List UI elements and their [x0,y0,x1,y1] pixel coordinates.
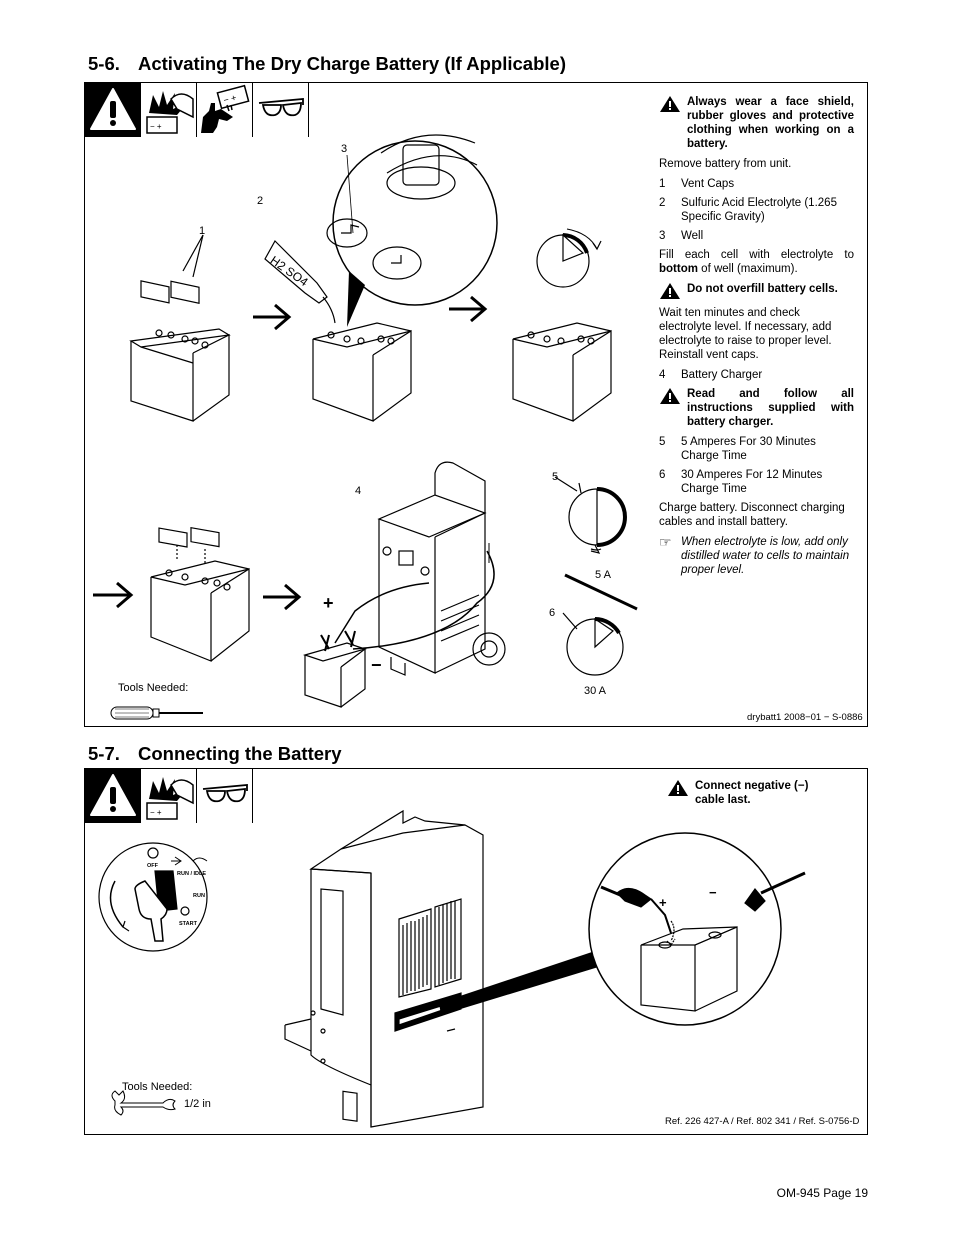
battery-activation-illustration: H2 SO4 [93,134,638,720]
divider-line [564,573,638,611]
section-7-number: 5-7. [88,743,120,764]
amp-5-label: 5 A [595,569,611,581]
acid-glove-icon: − + [197,83,253,137]
battery-charger-icon [334,461,506,676]
page-footer: OM-945 Page 19 [776,1186,868,1200]
arrow-right-icon [449,295,488,323]
wrench-size-label: 1/2 in [184,1098,211,1110]
section-6-heading: 5-6. Activating The Dry Charge Battery (I… [88,53,566,75]
battery-terminals-icon [600,871,806,1012]
plus-sign: + [323,593,334,613]
arrow-right-icon [263,583,302,611]
svg-text:− +: − + [150,808,162,817]
figure-reference: drybatt1 2008−01 − S-0886 [747,712,863,723]
charge-timer-30a-icon [562,612,624,676]
amp-30-label: 30 A [584,685,607,697]
battery-explosion-icon: − + [141,83,197,137]
section-7-panel: − + Connect negative (−) cable last. [84,768,868,1135]
battery-connection-illustration: OFF RUN / IDLE RUN START [98,809,806,1128]
battery-1-icon [129,234,231,422]
figure-reference: Ref. 226 427-A / Ref. 802 341 / Ref. S-0… [665,1116,860,1127]
wrench-icon [111,1090,176,1116]
switch-run-label: RUN [193,893,205,899]
switch-run-idle-label: RUN / IDLE [177,871,206,877]
warning-exclamation-icon [85,769,141,823]
warning-negative-cable: Connect negative (−) cable last. [667,779,817,807]
battery-2-icon [312,322,412,422]
engine-switch-icon [98,842,208,952]
warning-triangle-icon [668,780,688,796]
section-6-panel: − + − + [84,82,868,727]
charge-timer-5a-icon [554,476,627,554]
arrow-right-icon [93,581,134,609]
callout-2: 2 [257,195,264,207]
callout-4: 4 [355,485,362,497]
switch-off-label: OFF [147,863,159,869]
svg-text:− +: − + [222,92,237,105]
switch-start-label: START [179,921,198,927]
charge-instruction: Charge battery. Disconnect charging cabl… [659,502,845,528]
small-battery-icon [302,630,368,708]
pointing-hand-icon: ☞ [659,534,672,550]
arrow-right-icon [253,303,292,331]
section-6-instructions: Always wear a face shield, rubber gloves… [659,95,854,577]
section-6-title: Activating The Dry Charge Battery (If Ap… [138,53,566,74]
callout-1: 1 [199,225,206,237]
warning-triangle-icon [660,96,680,112]
tools-needed-label: Tools Needed: [122,1081,193,1093]
callout-5: 5 [552,471,559,483]
fill-instruction: Fill each cell with electrolyte to botto… [659,249,854,275]
safety-icon-strip: − + − + [85,83,309,137]
welder-machine-icon [284,809,484,1128]
section-7-heading: 5-7. Connecting the Battery [88,743,342,765]
negative-terminal-label: − [709,885,717,900]
safety-icon-strip: − + [85,769,253,823]
minus-sign: − [371,655,382,675]
warning-exclamation-icon [85,83,141,137]
note: ☞ When electrolyte is low, add only dist… [659,534,850,576]
positive-terminal-label: + [659,895,667,910]
warning-triangle-icon [660,388,680,404]
acid-bottle-icon: H2 SO4 [264,240,336,324]
battery-3-icon [512,322,612,422]
section-6-number: 5-6. [88,53,120,74]
callout-3: 3 [341,143,348,155]
wait-instruction: Wait ten minutes and check electrolyte l… [659,307,832,361]
safety-glasses-icon [197,769,253,823]
warning-face-shield: Always wear a face shield, rubber gloves… [659,95,854,151]
ten-minute-timer-icon [536,228,602,288]
remove-battery-text: Remove battery from unit. [659,158,792,170]
warning-instructions: Read and follow all instructions supplie… [659,387,854,429]
safety-glasses-icon [253,83,309,137]
battery-explosion-icon: − + [141,769,197,823]
callout-6: 6 [549,607,556,619]
tools-needed-label: Tools Needed: [118,682,189,694]
section-7-title: Connecting the Battery [138,743,342,764]
svg-text:− +: − + [150,122,162,131]
warning-overfill: Do not overfill battery cells. [659,282,854,300]
warning-triangle-icon [660,283,680,299]
screwdriver-icon [110,706,203,720]
battery-4-icon [150,526,250,662]
